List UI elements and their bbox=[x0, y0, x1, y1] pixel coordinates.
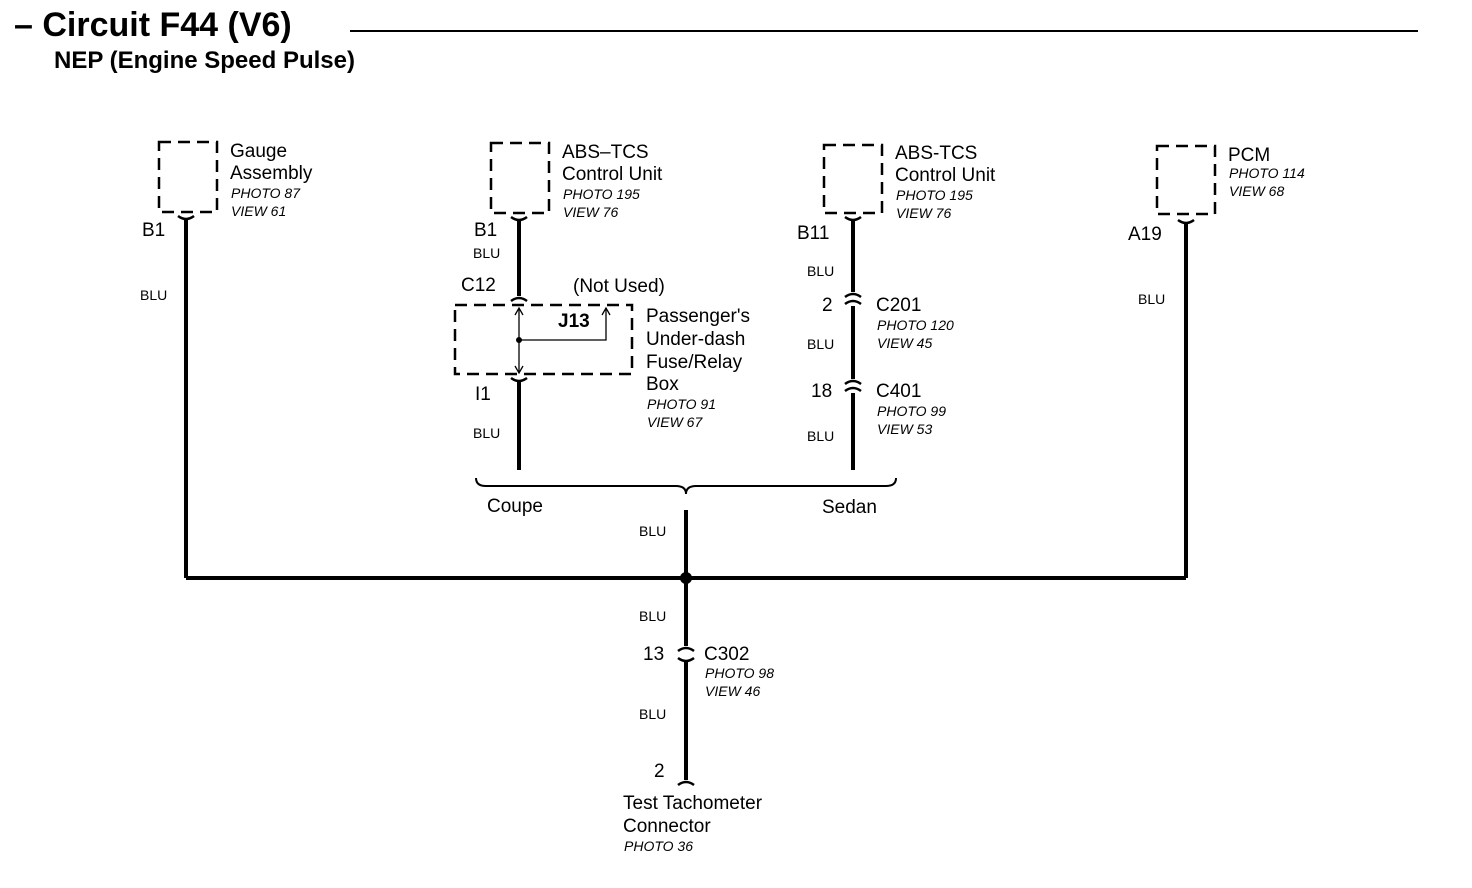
fuse-box-pin-top: C12 bbox=[461, 275, 496, 296]
fuse-box-name-line1: Passenger's bbox=[646, 306, 750, 327]
fuse-box-name-line3: Fuse/Relay bbox=[646, 352, 743, 373]
fuse-box-not-used: (Not Used) bbox=[573, 276, 665, 297]
abs-coupe-photo-ref: PHOTO 195 bbox=[563, 186, 640, 202]
tach-terminal bbox=[677, 780, 695, 787]
branch-coupe-label: Coupe bbox=[487, 496, 543, 517]
c201-view-ref: VIEW 45 bbox=[877, 335, 932, 351]
pcm-pin: A19 bbox=[1128, 224, 1162, 245]
pcm-name: PCM bbox=[1228, 145, 1270, 166]
pcm-terminal bbox=[1177, 218, 1195, 225]
c201-wire-color: BLU bbox=[807, 336, 834, 352]
abs-coupe-view-ref: VIEW 76 bbox=[563, 204, 618, 220]
c302-view-ref: VIEW 46 bbox=[705, 683, 760, 699]
fuse-box-j13-wire bbox=[519, 308, 607, 341]
abs-sedan-pin: B11 bbox=[797, 223, 829, 244]
branch-wire-color: BLU bbox=[639, 523, 666, 539]
abs-coupe-name-line2: Control Unit bbox=[562, 164, 663, 185]
c201-pin: 2 bbox=[822, 295, 833, 316]
fuse-box-outline bbox=[453, 303, 634, 376]
abs-sedan-photo-ref: PHOTO 195 bbox=[896, 187, 973, 203]
abs-sedan-name-line1: ABS-TCS bbox=[895, 143, 977, 164]
abs-sedan-view-ref: VIEW 76 bbox=[896, 205, 951, 221]
abs-coupe-wire-color: BLU bbox=[473, 245, 500, 261]
c302-photo-ref: PHOTO 98 bbox=[705, 665, 774, 681]
fuse-box-photo-ref: PHOTO 91 bbox=[647, 396, 716, 412]
c302-terminal-lower bbox=[677, 656, 695, 663]
c401-pin: 18 bbox=[811, 381, 832, 402]
pcm-view-ref: VIEW 68 bbox=[1229, 183, 1284, 199]
abs-sedan-component-box bbox=[822, 143, 884, 215]
c201-name: C201 bbox=[876, 295, 921, 316]
c302-pin: 13 bbox=[643, 644, 664, 665]
gauge-photo-ref: PHOTO 87 bbox=[231, 185, 301, 201]
model-brace bbox=[475, 477, 897, 495]
c401-photo-ref: PHOTO 99 bbox=[877, 403, 946, 419]
fuse-box-j13-arrow bbox=[601, 306, 611, 316]
page-title: – Circuit F44 (V6) bbox=[14, 6, 292, 44]
fuse-relay-box: C12 (Not Used) J13 Passenger's Under-das… bbox=[453, 275, 750, 441]
fuse-box-bus-arrow-bottom bbox=[514, 365, 524, 375]
c302-terminal-upper bbox=[677, 646, 695, 653]
fuse-box-name-line4: Box bbox=[646, 374, 679, 395]
gauge-pin: B1 bbox=[142, 220, 165, 241]
tach-photo-ref: PHOTO 36 bbox=[624, 838, 693, 854]
gauge-name-line2: Assembly bbox=[230, 163, 313, 184]
gauge-component-box bbox=[157, 140, 219, 214]
c302-name: C302 bbox=[704, 644, 749, 665]
tach-pin: 2 bbox=[654, 761, 665, 782]
branch-sedan-label: Sedan bbox=[822, 497, 877, 518]
fuse-box-view-ref: VIEW 67 bbox=[647, 414, 703, 430]
c401-terminal-lower bbox=[844, 386, 862, 393]
fuse-box-top-terminal bbox=[510, 296, 528, 303]
pcm: PCM PHOTO 114 VIEW 68 A19 BLU bbox=[1128, 144, 1305, 307]
pcm-wire-color: BLU bbox=[1138, 291, 1165, 307]
tach-name-line1: Test Tachometer bbox=[623, 793, 763, 814]
test-tachometer-connector: 2 Test Tachometer Connector PHOTO 36 bbox=[623, 761, 763, 854]
abs-tcs-sedan: ABS-TCS Control Unit PHOTO 195 VIEW 76 B… bbox=[797, 143, 996, 279]
fuse-box-bottom-terminal bbox=[510, 376, 528, 383]
c401-name: C401 bbox=[876, 381, 921, 402]
gauge-wire-color: BLU bbox=[140, 287, 167, 303]
model-branch: Coupe Sedan BLU BLU bbox=[475, 477, 897, 624]
pcm-component-box bbox=[1155, 144, 1217, 216]
connector-c302: 13 C302 PHOTO 98 VIEW 46 BLU bbox=[639, 644, 774, 722]
gauge-terminal bbox=[177, 214, 195, 221]
fuse-box-pin-bottom: I1 bbox=[475, 384, 491, 405]
connector-c201: 2 C201 PHOTO 120 VIEW 45 BLU bbox=[807, 292, 954, 352]
tach-name-line2: Connector bbox=[623, 816, 711, 837]
abs-sedan-wire-color: BLU bbox=[807, 263, 834, 279]
splice-point bbox=[680, 572, 692, 584]
c201-photo-ref: PHOTO 120 bbox=[877, 317, 954, 333]
fuse-box-junction-label: J13 bbox=[558, 311, 590, 332]
wires bbox=[184, 220, 1188, 780]
c401-view-ref: VIEW 53 bbox=[877, 421, 932, 437]
c401-terminal-upper bbox=[844, 379, 862, 386]
abs-coupe-pin: B1 bbox=[474, 220, 497, 241]
fuse-box-wire-color: BLU bbox=[473, 425, 500, 441]
fuse-box-name-line2: Under-dash bbox=[646, 329, 745, 350]
c401-wire-color: BLU bbox=[807, 428, 834, 444]
c201-terminal-upper bbox=[844, 292, 862, 299]
abs-sedan-name-line2: Control Unit bbox=[895, 165, 996, 186]
gauge-assembly: Gauge Assembly PHOTO 87 VIEW 61 B1 BLU bbox=[140, 140, 313, 303]
gauge-name-line1: Gauge bbox=[230, 141, 287, 162]
abs-coupe-terminal bbox=[510, 215, 528, 222]
abs-coupe-component-box bbox=[489, 141, 551, 215]
abs-sedan-terminal bbox=[844, 215, 862, 222]
splice-wire-color: BLU bbox=[639, 608, 666, 624]
connector-c401: 18 C401 PHOTO 99 VIEW 53 BLU bbox=[807, 379, 946, 444]
c302-wire-color: BLU bbox=[639, 706, 666, 722]
fuse-box-bus-arrow-top bbox=[514, 306, 524, 316]
gauge-view-ref: VIEW 61 bbox=[231, 203, 286, 219]
abs-coupe-name-line1: ABS–TCS bbox=[562, 142, 649, 163]
page-subtitle: NEP (Engine Speed Pulse) bbox=[54, 47, 355, 74]
c201-terminal-lower bbox=[844, 299, 862, 306]
pcm-photo-ref: PHOTO 114 bbox=[1229, 165, 1305, 181]
abs-tcs-coupe: ABS–TCS Control Unit PHOTO 195 VIEW 76 B… bbox=[473, 141, 663, 261]
